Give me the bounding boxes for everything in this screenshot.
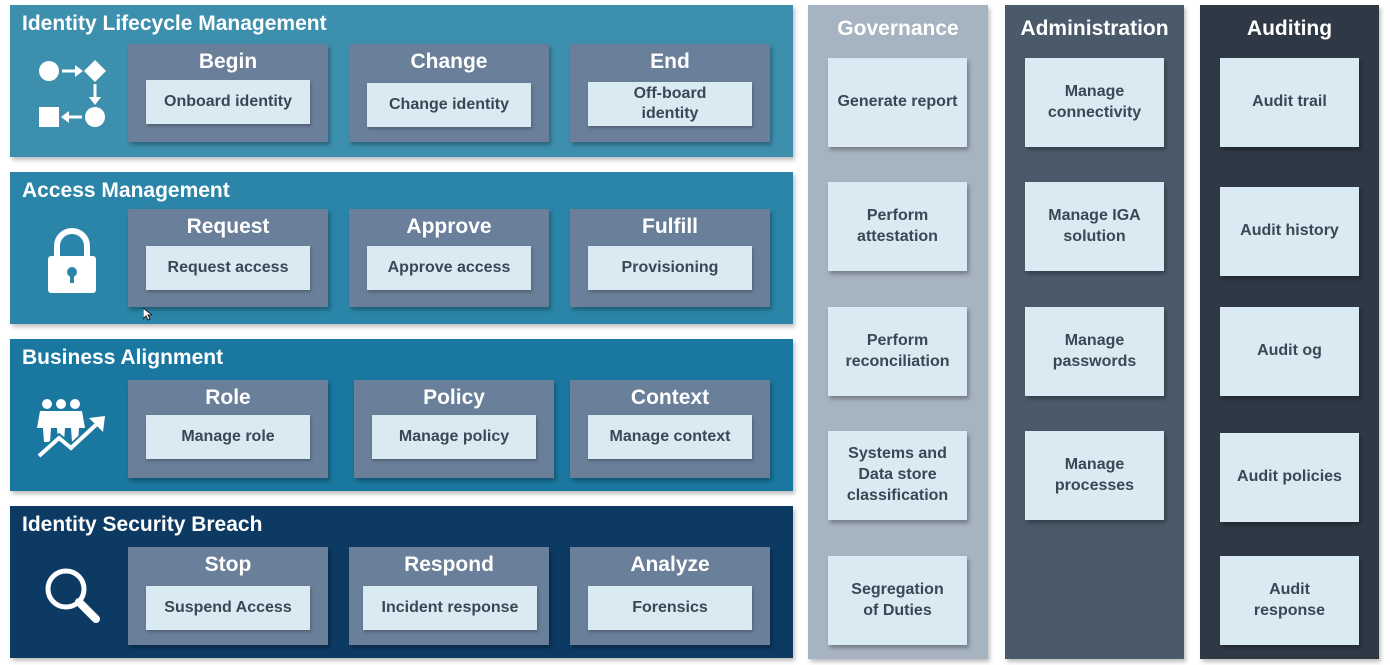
governance-item[interactable]: Perform attestation xyxy=(828,182,967,271)
group-policy: Policy Manage policy xyxy=(354,380,554,478)
group-request: Request Request access xyxy=(128,209,328,307)
band-title: Identity Security Breach xyxy=(22,513,263,536)
column-title: Auditing xyxy=(1246,17,1333,40)
process-box[interactable]: Request access xyxy=(146,246,310,290)
group-stop: Stop Suspend Access xyxy=(128,547,328,645)
group-change: Change Change identity xyxy=(349,44,549,142)
administration-item[interactable]: Manage IGA solution xyxy=(1025,182,1164,271)
auditing-item[interactable]: Audit og xyxy=(1220,307,1359,396)
band-identity-security-breach: Identity Security Breach Stop Suspend Ac… xyxy=(10,506,793,658)
group-end: End Off-board identity xyxy=(570,44,770,142)
process-box[interactable]: Suspend Access xyxy=(146,586,310,630)
band-title: Business Alignment xyxy=(22,346,224,369)
group-context: Context Manage context xyxy=(570,380,770,478)
administration-item[interactable]: Manage passwords xyxy=(1025,307,1164,396)
administration-item[interactable]: Manage processes xyxy=(1025,431,1164,520)
group-respond: Respond Incident response xyxy=(349,547,549,645)
process-box[interactable]: Change identity xyxy=(367,83,531,127)
band-access-management: Access Management Request Request access… xyxy=(10,172,793,324)
process-box[interactable]: Provisioning xyxy=(588,246,752,290)
people-growth-icon xyxy=(36,384,108,472)
band-business-alignment: Business Alignment Role Manage role Poli… xyxy=(10,339,793,491)
auditing-item[interactable]: Audit policies xyxy=(1220,433,1359,522)
process-box[interactable]: Onboard identity xyxy=(146,80,310,124)
administration-item[interactable]: Manage connectivity xyxy=(1025,58,1164,147)
auditing-item[interactable]: Audit response xyxy=(1220,556,1359,645)
process-box[interactable]: Forensics xyxy=(588,586,752,630)
group-title: Policy xyxy=(423,386,485,409)
group-begin: Begin Onboard identity xyxy=(128,44,328,142)
group-title: End xyxy=(650,50,690,73)
mouse-pointer-icon xyxy=(143,308,152,321)
column-title: Governance xyxy=(837,17,959,40)
group-fulfill: Fulfill Provisioning xyxy=(570,209,770,307)
group-title: Approve xyxy=(406,215,492,238)
process-box[interactable]: Manage context xyxy=(588,415,752,459)
group-analyze: Analyze Forensics xyxy=(570,547,770,645)
group-title: Context xyxy=(630,386,710,409)
magnifier-icon xyxy=(36,551,108,639)
process-box[interactable]: Approve access xyxy=(367,246,531,290)
column-title: Administration xyxy=(1020,17,1169,40)
process-box[interactable]: Off-board identity xyxy=(588,82,752,126)
column-administration: Administration Manage connectivity Manag… xyxy=(1005,5,1184,659)
band-title: Identity Lifecycle Management xyxy=(22,12,327,35)
process-box[interactable]: Manage role xyxy=(146,415,310,459)
governance-item[interactable]: Generate report xyxy=(828,58,967,147)
padlock-icon xyxy=(36,217,108,305)
auditing-item[interactable]: Audit trail xyxy=(1220,58,1359,147)
band-identity-lifecycle-management: Identity Lifecycle Management Begin Onbo… xyxy=(10,5,793,157)
group-title: Role xyxy=(205,386,251,409)
band-title: Access Management xyxy=(22,179,230,202)
group-title: Stop xyxy=(204,553,252,576)
column-auditing: Auditing Audit trail Audit history Audit… xyxy=(1200,5,1379,659)
governance-item[interactable]: Perform reconciliation xyxy=(828,307,967,396)
group-title: Begin xyxy=(198,50,258,73)
process-box[interactable]: Incident response xyxy=(363,586,537,630)
group-title: Analyze xyxy=(630,553,710,576)
group-title: Request xyxy=(186,215,270,238)
process-flow-icon xyxy=(36,50,108,138)
group-role: Role Manage role xyxy=(128,380,328,478)
group-approve: Approve Approve access xyxy=(349,209,549,307)
governance-item[interactable]: Systems and Data store classification xyxy=(828,431,967,520)
group-title: Respond xyxy=(404,553,494,576)
group-title: Fulfill xyxy=(642,215,698,238)
column-governance: Governance Generate report Perform attes… xyxy=(808,5,988,659)
group-title: Change xyxy=(410,50,488,73)
auditing-item[interactable]: Audit history xyxy=(1220,187,1359,276)
governance-item[interactable]: Segregation of Duties xyxy=(828,556,967,645)
process-box[interactable]: Manage policy xyxy=(372,415,536,459)
